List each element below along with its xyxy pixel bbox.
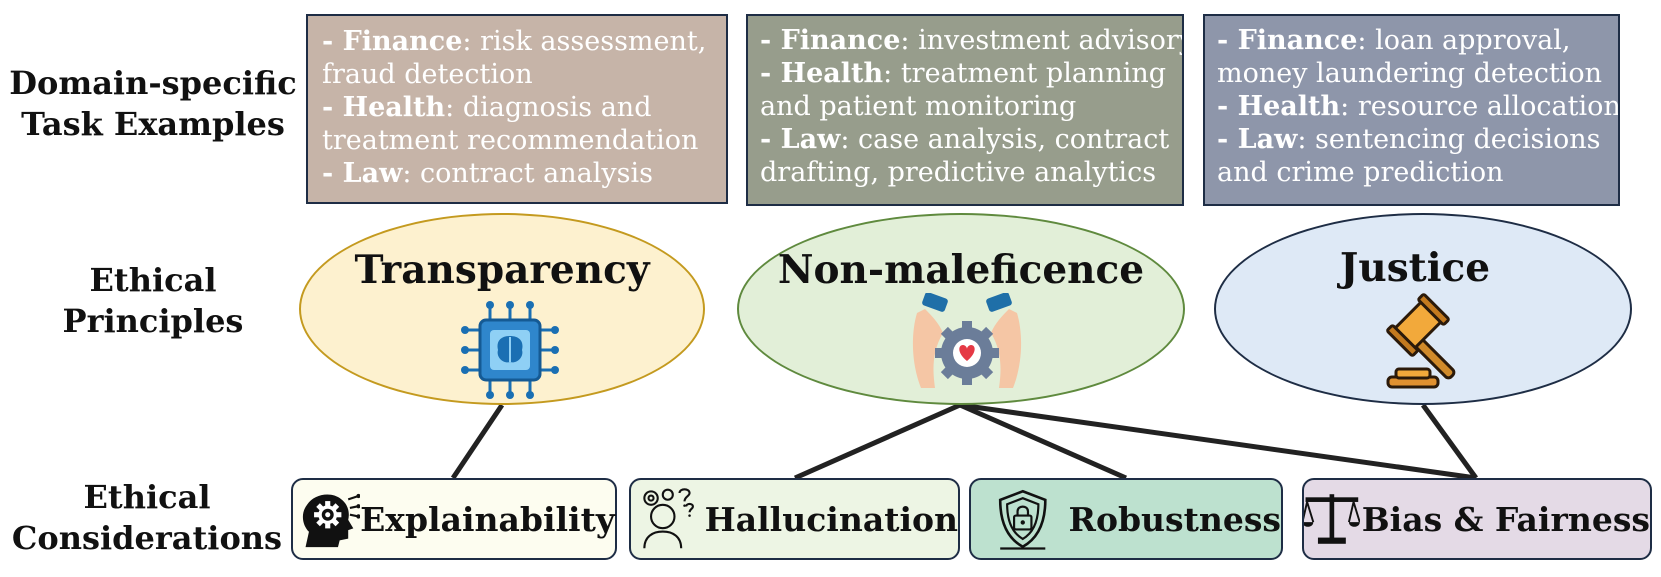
consideration-label-bias-fairness: Bias & Fairness xyxy=(1361,499,1650,539)
head-gear-icon xyxy=(302,493,361,548)
task-line: - Finance: loan approval, xyxy=(1217,25,1571,56)
task-line: and patient monitoring xyxy=(760,91,1077,122)
task-line: - Health: treatment planning xyxy=(760,58,1167,89)
consideration-explainability: Explainability xyxy=(291,478,617,560)
task-line: - Law: sentencing decisions xyxy=(1217,124,1601,155)
consideration-robustness: Robustness xyxy=(969,478,1283,560)
balance-scale-icon xyxy=(1304,494,1360,544)
connector-nonmaleficence-bias xyxy=(959,402,1477,481)
principle-title-nonmaleficence: Non-maleficence xyxy=(777,247,1145,293)
task-line: treatment recommendation xyxy=(322,125,699,156)
task-line: and crime prediction xyxy=(1217,157,1504,188)
task-line: - Law: case analysis, contract xyxy=(760,124,1170,155)
consideration-label-hallucination: Hallucination xyxy=(704,499,958,539)
gavel-icon xyxy=(1386,293,1456,389)
connector-nonmaleficence-robustness xyxy=(958,402,1128,481)
principle-title-justice: Justice xyxy=(1339,245,1491,291)
principle-title-transparency: Transparency xyxy=(354,247,650,293)
connector-nonmaleficence-hallucination xyxy=(793,402,962,481)
task-box-nonmaleficence: - Finance: investment advisory - Health:… xyxy=(746,14,1184,206)
consideration-label-explainability: Explainability xyxy=(360,499,615,539)
task-line: fraud detection xyxy=(322,59,533,90)
task-line: drafting, predictive analytics xyxy=(760,157,1157,188)
task-line: - Health: resource allocation xyxy=(1217,91,1620,122)
consideration-hallucination: Hallucination xyxy=(629,478,960,560)
connector-transparency-explainability xyxy=(450,403,505,480)
consideration-label-robustness: Robustness xyxy=(1068,499,1281,539)
row-label-considerations: Ethical Considerations xyxy=(11,478,283,557)
task-line: - Finance: investment advisory xyxy=(760,25,1184,56)
task-line: - Health: diagnosis and xyxy=(322,92,652,123)
task-line: - Finance: risk assessment, xyxy=(322,26,707,57)
task-line: money laundering detection xyxy=(1217,58,1602,89)
row-label-principles: Ethical Principles xyxy=(62,261,244,340)
caring-hands-gear-heart-icon xyxy=(912,293,1022,388)
task-line: - Law: contract analysis xyxy=(322,158,654,189)
task-box-transparency: - Finance: risk assessment, fraud detect… xyxy=(306,14,728,204)
shield-lock-icon xyxy=(998,489,1047,550)
task-box-justice: - Finance: loan approval, money launderi… xyxy=(1203,14,1620,206)
row-label-tasks: Domain-specific Task Examples xyxy=(9,64,297,143)
confused-person-icon xyxy=(643,488,694,549)
connector-justice-bias xyxy=(1420,403,1479,480)
ai-chip-brain-icon xyxy=(461,301,559,399)
consideration-bias-fairness: Bias & Fairness xyxy=(1302,478,1652,560)
